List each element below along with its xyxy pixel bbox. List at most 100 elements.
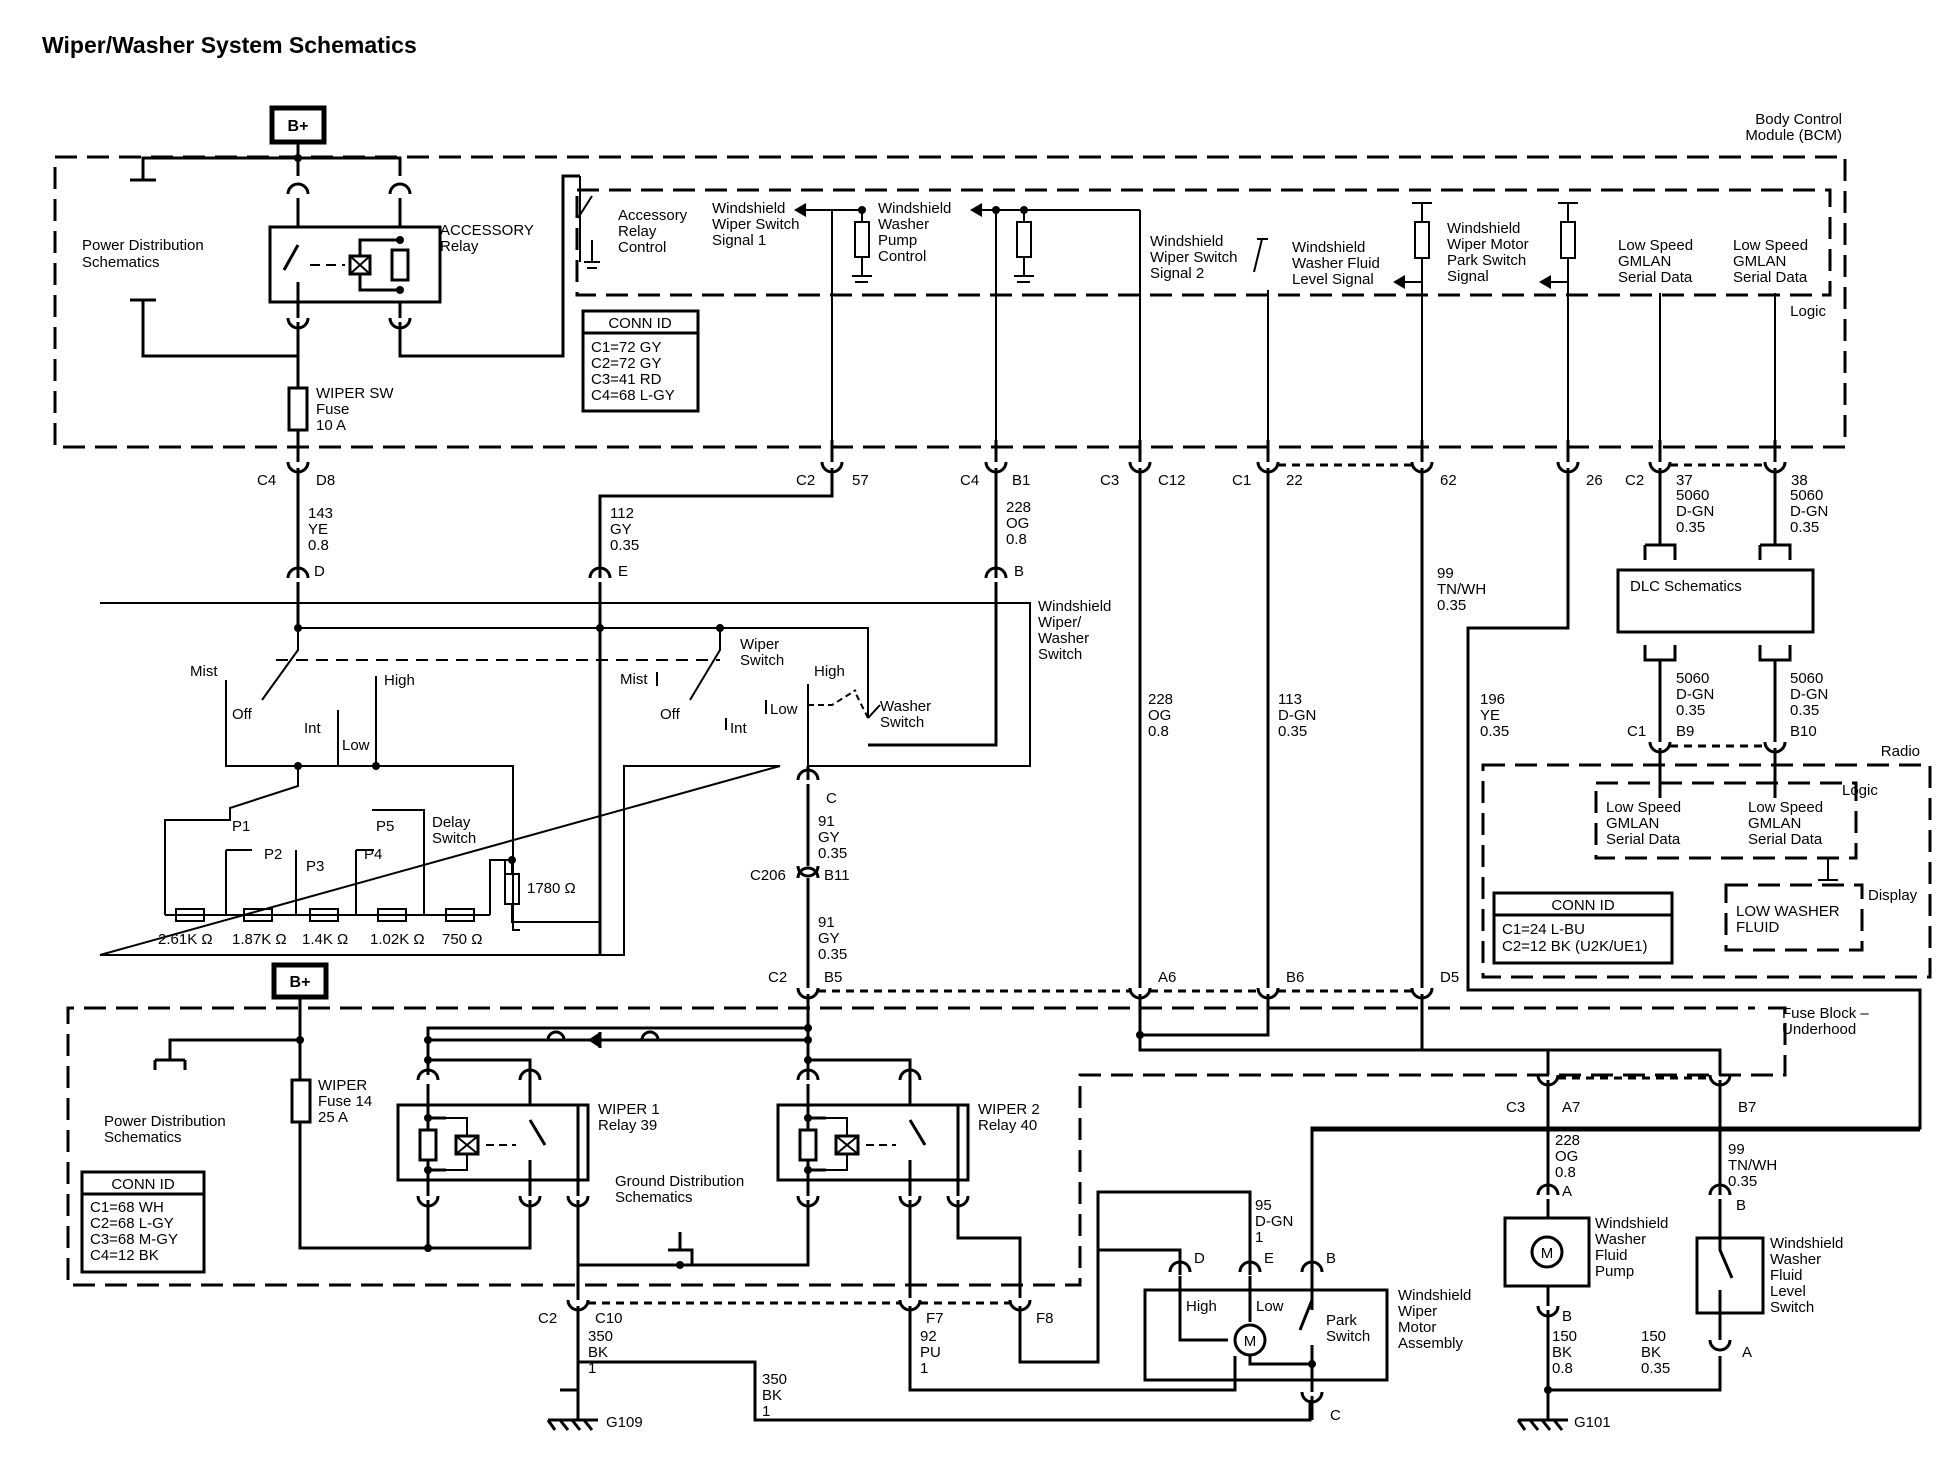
fuse-block-top-pins: C2 B5 A6 B6 D5 [768,969,1459,1010]
battery-symbol [269,105,327,145]
bcm-conn-id-row: C3=41 RD [591,371,662,388]
wiper-2-relay [776,1103,970,1182]
bcm-conn-id-row: C2=72 GY [591,355,661,372]
wiper-sw-fuse-3: 10 A [316,417,346,434]
wire-label: 5060 [1790,487,1823,504]
delay-p1: P1 [232,818,250,835]
wire-label: 0.35 [1790,519,1819,536]
fb-power-dist-2: Schematics [104,1129,182,1146]
bcm-power-dist-1: Power Distribution [82,237,204,254]
wire-label: 95 [1255,1197,1272,1214]
wiper-switch-signal-2-b: Wiper Switch [1150,249,1238,266]
fb-conn-id-row: C2=68 L-GY [90,1215,174,1232]
pin-number: 57 [852,472,869,489]
switch-label: Wiper/ [1038,614,1082,631]
bcm-gmlan-1-b: GMLAN [1618,253,1671,270]
wiper-switch-signal-1-b: Wiper Switch [712,216,800,233]
fb-pin-b6: B6 [1286,969,1304,986]
fb-pin-f8: F8 [1036,1310,1054,1327]
wire-label: 0.35 [1641,1360,1670,1377]
wire-label: 350 [588,1328,613,1345]
fuse-block-label-1: Fuse Block – [1782,1005,1869,1022]
ground-g101: G101 [1574,1414,1611,1431]
wire-label: 91 [818,813,835,830]
dlc-label: DLC Schematics [1630,578,1742,595]
radio-label: Radio [1881,743,1920,760]
washer-fluid-pump: 228 OG 0.8 A M Windshield Washer Fluid P… [1503,1080,1722,1431]
fb-conn-id [80,1170,206,1274]
accessory-relay-control-2: Relay [618,223,657,240]
resistor-value: 2.61K Ω [158,931,213,948]
wire-label: 0.8 [1148,723,1169,740]
wire-label: 228 [1006,499,1031,516]
wire-label: 1 [762,1403,770,1420]
radio-gmlan-2: Serial Data [1748,831,1823,848]
washer-switch-2: Switch [880,714,924,731]
wire-label: TN/WH [1437,581,1486,598]
fb-pin-b7: B7 [1738,1099,1756,1116]
bcm-conn-id-title: CONN ID [608,315,672,332]
wire-label: YE [1480,707,1500,724]
wire-label: 0.35 [818,845,847,862]
motor-label: Motor [1398,1319,1436,1336]
wire-label: 228 [1555,1132,1580,1149]
battery-label-2: B+ [290,974,311,991]
pin-number: 37 [1676,472,1693,489]
ground-g109: G109 [606,1414,643,1431]
wire-label: 0.35 [1437,597,1466,614]
park-switch-signal-4: Signal [1447,268,1489,285]
pin-number: 22 [1286,472,1303,489]
fb-power-dist-1: Power Distribution [104,1113,226,1130]
level-switch-label: Windshield [1770,1235,1843,1252]
wiper-fuse-3: 25 A [318,1109,348,1126]
pump-motor [1530,1235,1564,1269]
radio-display: Display [1868,887,1918,904]
fb-pin-c10: C10 [595,1310,623,1327]
bcm-conn-id-row: C1=72 GY [591,339,661,356]
delay-p4: P4 [364,846,382,863]
wiper-fuse-14 [290,1078,312,1124]
radio-conn-id-title: CONN ID [1551,897,1615,914]
park-switch-2: Switch [1326,1328,1370,1345]
wire-label: 150 [1641,1328,1666,1345]
park-switch-signal-2: Wiper Motor [1447,236,1529,253]
fb-conn-id-row: C4=12 BK [90,1247,159,1264]
fb-pin-a7: A7 [1562,1099,1580,1116]
wiper-washer-switch: D E B Windshield Wiper/ Washer Switch Mi… [99,563,1111,956]
delay-switch-2: Switch [432,830,476,847]
motor-m: M [1244,1333,1257,1350]
bcm-gmlan-2-b: GMLAN [1733,253,1786,270]
bcm-gmlan-2-c: Serial Data [1733,269,1808,286]
accessory-relay [268,225,442,304]
switch-low: Low [342,737,370,754]
wiper-switch-1: Wiper [740,636,779,653]
fuse-block-label-2: Underhood [1782,1021,1856,1038]
switch-off-2: Off [660,706,681,723]
wire-label: GY [818,829,840,846]
fb-conn-id-row: C3=68 M-GY [90,1231,178,1248]
wire-label: D-GN [1790,686,1828,703]
switch-pin-b: B [1014,563,1024,580]
motor-high: High [1186,1298,1217,1315]
switch-high-2: High [814,663,845,680]
wire-label: OG [1555,1148,1578,1165]
switch-int: Int [304,720,322,737]
wiper-switch-signal-2-a: Windshield [1150,233,1223,250]
wire-label: 99 [1728,1141,1745,1158]
pin-number: D8 [316,472,335,489]
fb-pin-c2: C2 [768,969,787,986]
wire-label: D-GN [1278,707,1316,724]
ground-dist-2: Schematics [615,1189,693,1206]
wiper-sw-fuse-2: Fuse [316,401,349,418]
radio-block: Radio Logic Low Speed GMLAN Serial Data … [1481,743,1932,979]
switch-int-2: Int [730,720,748,737]
switch-label: Windshield [1038,598,1111,615]
lower-wiring: C2 C10 F7 F8 350 BK 1 92 PU 1 95 D-GN 1 … [538,1190,1312,1431]
fb-pin-c2-bottom: C2 [538,1310,557,1327]
bcm-gmlan-1-a: Low Speed [1618,237,1693,254]
wire-label: 228 [1148,691,1173,708]
wire-label: BK [588,1344,608,1361]
level-switch-box [1695,1236,1765,1315]
wire-label: PU [920,1344,941,1361]
motor-label: Assembly [1398,1335,1464,1352]
